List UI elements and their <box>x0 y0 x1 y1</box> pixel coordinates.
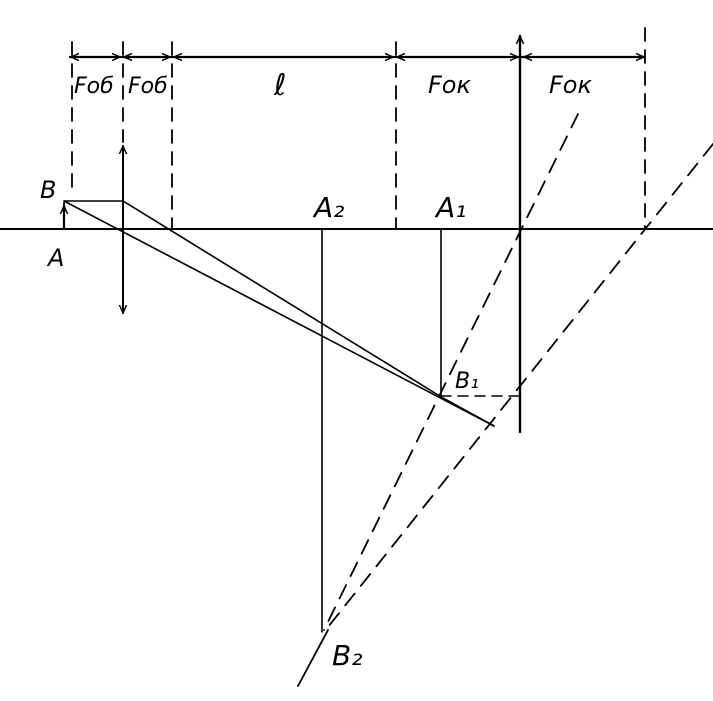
b2-tail <box>297 629 329 687</box>
label-point-a1: A₁ <box>434 191 466 224</box>
label-f-ok-right: Fок <box>549 71 592 99</box>
focal-dashed-verticals <box>71 27 646 229</box>
label-f-ob-right: Fоб <box>128 74 168 99</box>
label-point-b2: B₂ <box>332 639 362 672</box>
label-point-b1: B₁ <box>455 369 479 394</box>
label-f-ok-left: Fок <box>428 71 471 99</box>
label-l: ℓ <box>273 68 286 103</box>
label-f-ob-left: Fоб <box>74 74 114 99</box>
label-point-a: A <box>46 244 64 272</box>
virtual-rays <box>323 113 713 633</box>
label-point-a2: A₂ <box>312 191 344 224</box>
label-point-b: B <box>40 176 56 204</box>
objective-rays <box>63 200 495 427</box>
